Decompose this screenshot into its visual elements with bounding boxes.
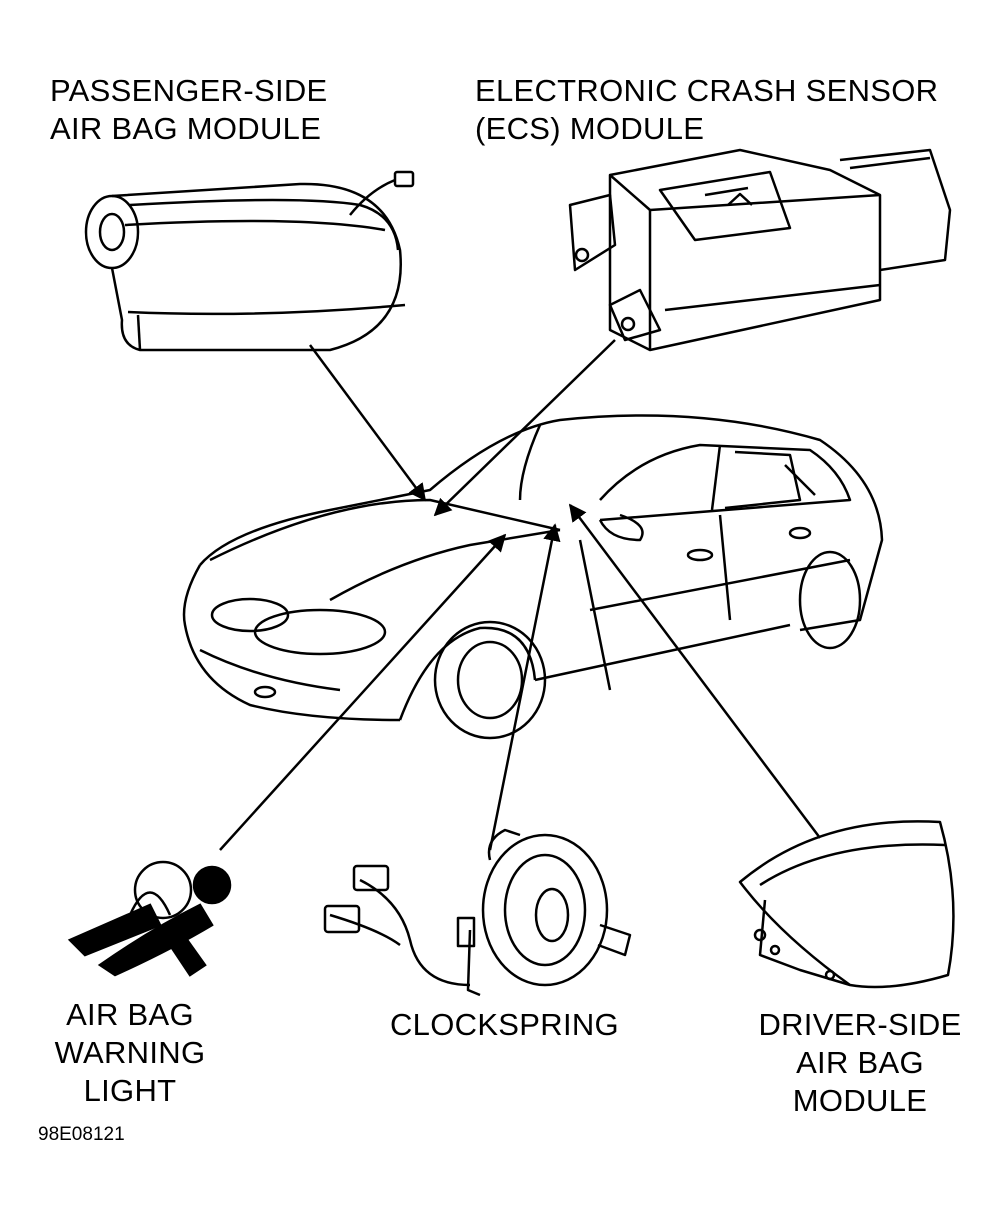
arrow-clockspring (488, 523, 561, 851)
arrow-passenger-airbag (308, 344, 427, 502)
vehicle-illustration (182, 414, 884, 740)
label-warning-light: AIR BAG WARNING LIGHT (54, 997, 206, 1108)
label-passenger-airbag-module: PASSENGER-SIDE AIR BAG MODULE (50, 73, 328, 146)
arrow-driver-airbag (568, 503, 821, 839)
label-ecs-module: ELECTRONIC CRASH SENSOR (ECS) MODULE (475, 73, 939, 146)
warning-light-symbol (67, 860, 232, 977)
arrow-warning-light (219, 533, 507, 851)
ecs-module-illustration (568, 148, 952, 352)
leader-arrows (219, 339, 821, 851)
arrow-ecs-module (433, 339, 616, 517)
figure-code: 98E08121 (38, 1124, 125, 1145)
clockspring-illustration (323, 828, 632, 997)
driver-airbag-module-illustration (738, 820, 955, 989)
label-driver-airbag-module: DRIVER-SIDE AIR BAG MODULE (758, 1007, 962, 1118)
label-clockspring: CLOCKSPRING (390, 1007, 619, 1042)
passenger-airbag-module-illustration (84, 170, 415, 352)
